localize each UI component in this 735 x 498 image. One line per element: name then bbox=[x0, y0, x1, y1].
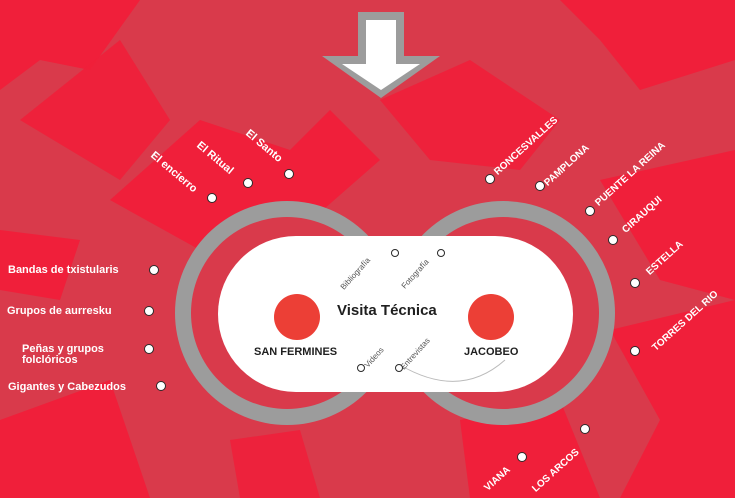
bg-shape bbox=[0, 0, 140, 90]
san-fermines-label[interactable]: SAN FERMINES bbox=[254, 346, 338, 358]
roncesvalles-dot[interactable] bbox=[485, 174, 495, 184]
cirauqui-dot[interactable] bbox=[608, 235, 618, 245]
entrevistas-dot[interactable] bbox=[395, 364, 403, 372]
puente-la-reina-dot[interactable] bbox=[585, 206, 595, 216]
viana-dot[interactable] bbox=[517, 452, 527, 462]
aurresku-dot[interactable] bbox=[144, 306, 154, 316]
bg-shape bbox=[380, 60, 560, 170]
center-capsule bbox=[218, 236, 573, 392]
penas-dot[interactable] bbox=[144, 344, 154, 354]
pamplona-dot[interactable] bbox=[535, 181, 545, 191]
el-ritual-dot[interactable] bbox=[243, 178, 253, 188]
center-title: Visita Técnica bbox=[337, 302, 437, 319]
down-arrow-icon bbox=[322, 12, 440, 98]
gigantes-link[interactable]: Gigantes y Cabezudos bbox=[8, 381, 126, 393]
gigantes-dot[interactable] bbox=[156, 381, 166, 391]
penas-link[interactable]: Peñas y grupos folclóricos bbox=[22, 343, 104, 366]
aurresku-link[interactable]: Grupos de aurresku bbox=[7, 305, 112, 317]
bg-shape bbox=[230, 430, 320, 498]
bg-shape bbox=[610, 300, 735, 498]
san-fermines-dot[interactable] bbox=[274, 294, 320, 340]
jacobeo-label[interactable]: JACOBEO bbox=[464, 346, 519, 358]
el-santo-dot[interactable] bbox=[284, 169, 294, 179]
bandas-link[interactable]: Bandas de txistularis bbox=[8, 264, 119, 276]
bg-shape bbox=[560, 0, 735, 90]
bg-shape bbox=[0, 230, 80, 300]
bandas-dot[interactable] bbox=[149, 265, 159, 275]
bg-shape bbox=[20, 40, 170, 180]
bibliografia-dot[interactable] bbox=[391, 249, 399, 257]
los-arcos-dot[interactable] bbox=[580, 424, 590, 434]
fotografia-dot[interactable] bbox=[437, 249, 445, 257]
bg-shape bbox=[600, 150, 735, 300]
el-encierro-dot[interactable] bbox=[207, 193, 217, 203]
torres-del-rio-dot[interactable] bbox=[630, 346, 640, 356]
jacobeo-dot[interactable] bbox=[468, 294, 514, 340]
estella-dot[interactable] bbox=[630, 278, 640, 288]
videos-dot[interactable] bbox=[357, 364, 365, 372]
bg-shape bbox=[0, 380, 150, 498]
